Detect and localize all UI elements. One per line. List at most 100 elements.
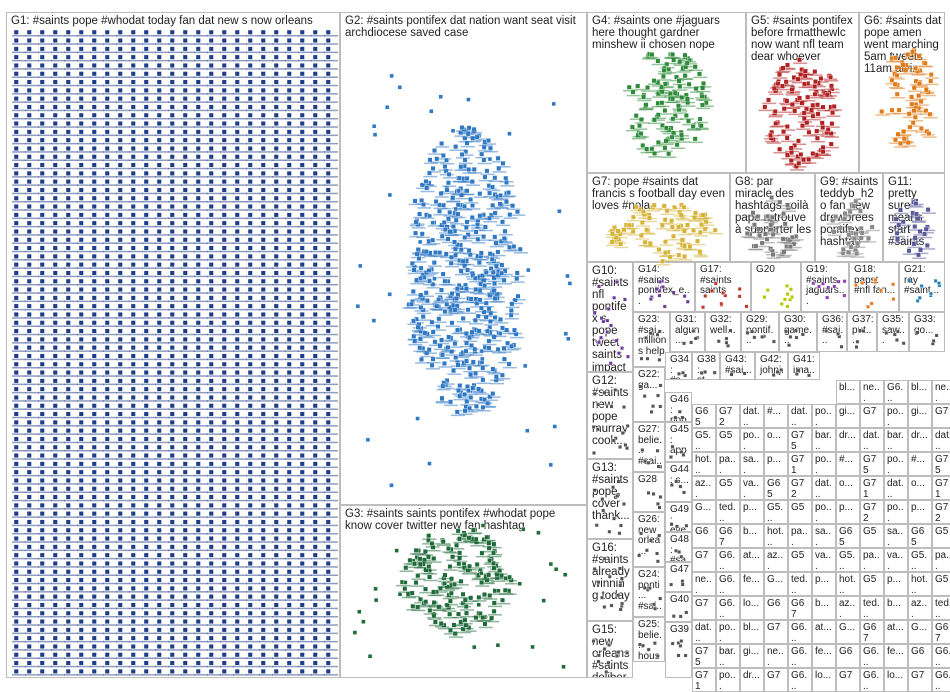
- graph-node: [170, 603, 175, 608]
- graph-node: [131, 611, 136, 616]
- node-label-mark: [487, 396, 501, 398]
- node-label-mark: [272, 284, 286, 286]
- graph-node: [287, 213, 292, 218]
- node-label-mark: [233, 525, 247, 527]
- graph-node: [14, 628, 19, 633]
- node-label-mark: [116, 483, 130, 485]
- graph-node: [157, 72, 162, 77]
- graph-node: [92, 72, 97, 77]
- graph-node: [274, 503, 279, 508]
- node-label-mark: [194, 425, 208, 427]
- graph-node: [14, 155, 19, 160]
- node-label-mark: [246, 193, 260, 195]
- graph-node: [196, 312, 201, 317]
- graph-node: [157, 279, 162, 284]
- graph-node: [287, 287, 292, 292]
- graph-node: [300, 495, 305, 500]
- node-label-mark: [12, 500, 26, 502]
- node-label-mark: [207, 309, 221, 311]
- node-label-mark: [220, 160, 234, 162]
- graph-node: [300, 179, 305, 184]
- graph-node: [131, 196, 136, 201]
- graph-node: [274, 428, 279, 433]
- graph-node: [222, 420, 227, 425]
- graph-node: [157, 254, 162, 259]
- graph-node: [92, 412, 97, 417]
- graph-node: [170, 246, 175, 251]
- graph-node: [118, 72, 123, 77]
- node-label-mark: [440, 307, 454, 309]
- graph-node: [445, 188, 450, 193]
- graph-node: [79, 229, 84, 234]
- node-label-mark: [285, 218, 299, 220]
- node-label-mark: [168, 433, 182, 435]
- graph-node: [79, 636, 84, 641]
- graph-node: [248, 279, 253, 284]
- node-label-mark: [103, 143, 117, 145]
- graph-node: [27, 171, 32, 176]
- node-label-mark: [51, 350, 65, 352]
- node-label-mark: [272, 558, 286, 560]
- graph-node: [131, 478, 136, 483]
- node-label-mark: [116, 243, 130, 245]
- node-label-mark: [420, 184, 434, 186]
- node-label-mark: [324, 608, 338, 610]
- graph-node: [313, 229, 318, 234]
- graph-node: [300, 163, 305, 168]
- node-label-mark: [116, 624, 130, 626]
- graph-node: [313, 30, 318, 35]
- graph-node: [131, 594, 136, 599]
- node-label-mark: [181, 184, 195, 186]
- graph-node: [287, 47, 292, 52]
- graph-node: [131, 80, 136, 85]
- graph-node: [105, 653, 110, 658]
- node-label-mark: [220, 375, 234, 377]
- graph-node: [40, 354, 45, 359]
- graph-node: [14, 370, 19, 375]
- graph-node: [313, 404, 318, 409]
- node-label-mark: [64, 583, 78, 585]
- node-label-mark: [155, 450, 169, 452]
- node-label-mark: [311, 226, 325, 228]
- graph-node: [40, 470, 45, 475]
- node-label-mark: [103, 508, 117, 510]
- graph-node: [27, 470, 32, 475]
- graph-node: [53, 387, 58, 392]
- graph-node: [66, 55, 71, 60]
- node-label-mark: [311, 384, 325, 386]
- node-label-mark: [12, 209, 26, 211]
- node-label-mark: [220, 550, 234, 552]
- graph-node: [118, 121, 123, 126]
- node-label-mark: [207, 400, 221, 402]
- graph-node: [196, 511, 201, 516]
- graph-node: [455, 410, 460, 415]
- node-label-mark: [207, 317, 221, 319]
- node-label-mark: [77, 267, 91, 269]
- node-label-mark: [142, 218, 156, 220]
- node-label-mark: [298, 624, 312, 626]
- graph-node: [274, 636, 279, 641]
- graph-node: [14, 30, 19, 35]
- graph-node: [92, 395, 97, 400]
- graph-node: [475, 222, 480, 227]
- node-label-mark: [51, 409, 65, 411]
- graph-node: [261, 47, 266, 52]
- graph-node: [14, 80, 19, 85]
- node-label-mark: [272, 77, 286, 79]
- graph-node: [53, 511, 58, 516]
- graph-node: [248, 88, 253, 93]
- graph-node: [53, 437, 58, 442]
- graph-node: [274, 619, 279, 624]
- node-label-mark: [103, 384, 117, 386]
- node-label-mark: [194, 93, 208, 95]
- node-label-mark: [181, 259, 195, 261]
- graph-node: [14, 561, 19, 566]
- graph-node: [66, 188, 71, 193]
- graph-node: [66, 603, 71, 608]
- graph-node: [157, 80, 162, 85]
- node-label-mark: [311, 442, 325, 444]
- node-label-mark: [259, 126, 273, 128]
- graph-node: [424, 291, 429, 296]
- graph-node: [196, 96, 201, 101]
- graph-node: [261, 603, 266, 608]
